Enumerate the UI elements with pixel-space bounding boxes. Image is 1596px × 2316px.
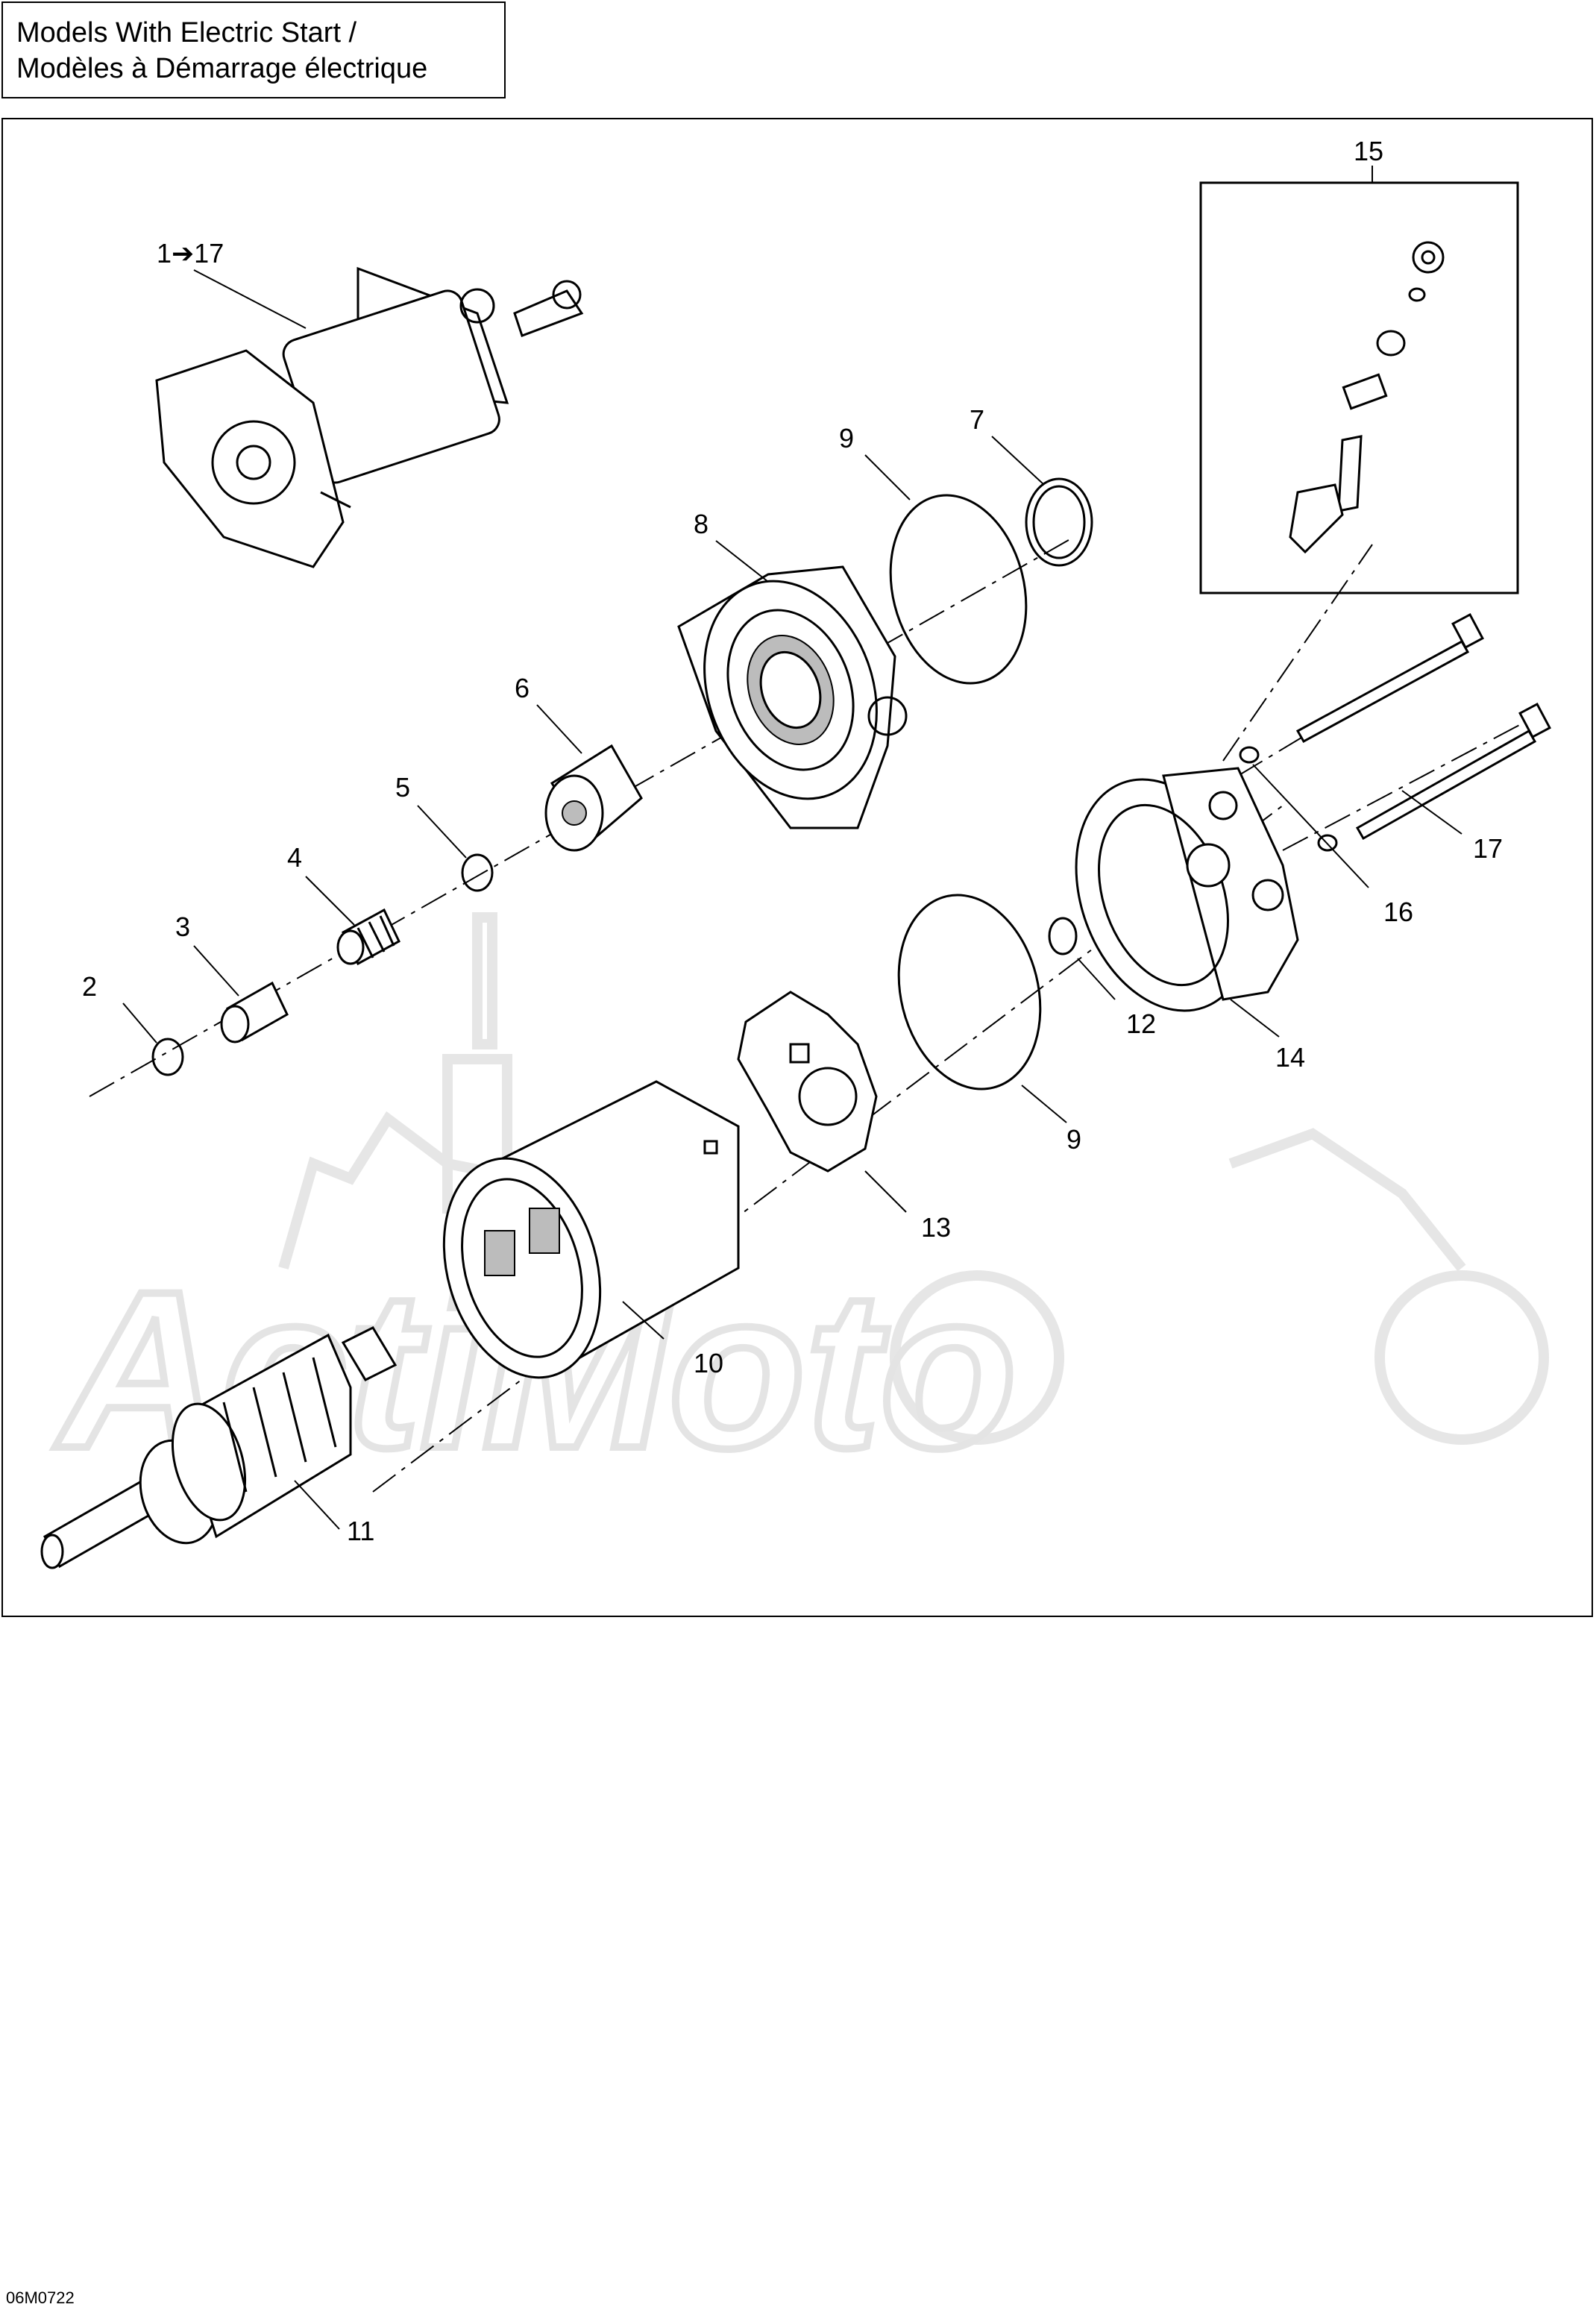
part-yoke (442, 1080, 740, 1379)
leader-lines (122, 166, 1463, 1530)
callout-15: 15 (1354, 136, 1383, 166)
part-snap-ring (151, 1038, 184, 1076)
part-brush-plate (737, 991, 878, 1173)
callout-5: 5 (395, 772, 410, 803)
title-line-french: Modèles à Démarrage électrique (16, 53, 428, 84)
part-rear-end-cap (1075, 767, 1299, 1012)
callout-9-upper: 9 (839, 423, 854, 454)
part-spring (336, 908, 400, 966)
callout-14: 14 (1275, 1042, 1305, 1073)
callout-assembly: 1➔17 (157, 238, 224, 269)
part-o-ring-small (1025, 477, 1093, 567)
part-terminal-kit (1199, 181, 1519, 594)
callout-6: 6 (515, 673, 530, 703)
part-o-ring-large-lower (897, 894, 1042, 1090)
part-washer (461, 853, 494, 892)
callout-2: 2 (82, 971, 97, 1002)
part-pinion-gear (544, 744, 643, 852)
part-armature (40, 1326, 398, 1569)
figure-reference-code: 06M0722 (6, 2288, 75, 2307)
callout-11: 11 (347, 1516, 374, 1546)
callout-7: 7 (970, 404, 984, 435)
part-o-ring-rear (1048, 917, 1078, 955)
part-stop-collar (220, 981, 289, 1044)
callout-12: 12 (1126, 1008, 1156, 1039)
part-o-ring-large-upper (889, 494, 1028, 685)
callouts: 1➔17 2 3 4 5 6 7 8 9 9 10 11 12 13 14 15… (82, 136, 1503, 1546)
callout-10: 10 (694, 1348, 723, 1378)
title-line-english: Models With Electric Start / (16, 17, 357, 48)
callout-9-lower: 9 (1066, 1124, 1081, 1155)
callout-16: 16 (1383, 897, 1413, 927)
part-front-housing (677, 565, 908, 829)
callout-13: 13 (921, 1212, 951, 1243)
diagram-frame (1, 118, 1593, 1617)
callout-4: 4 (287, 842, 302, 873)
callout-8: 8 (694, 509, 709, 539)
title-box: Models With Electric Start / Modèles à D… (1, 1, 506, 98)
starter-assembly (155, 266, 584, 568)
part-through-bolts (1295, 612, 1551, 841)
callout-17: 17 (1473, 833, 1503, 864)
callout-3: 3 (175, 911, 190, 942)
part-lock-washers (1239, 746, 1338, 852)
